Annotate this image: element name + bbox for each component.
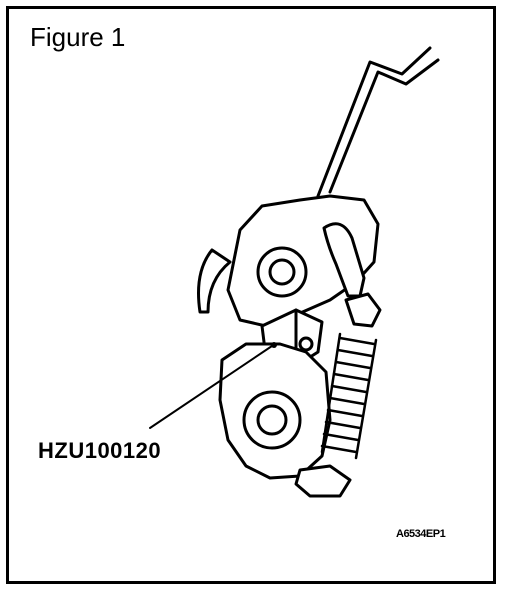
bottom-bracket	[294, 464, 352, 498]
reference-code: A6534EP1	[396, 528, 446, 540]
lower-pivot-outer	[242, 390, 302, 450]
part-number-label: HZU100120	[38, 438, 162, 463]
upper-pivot-outer	[256, 246, 308, 298]
secondary-catch-hook	[197, 248, 232, 314]
coil-spring	[320, 332, 378, 460]
lower-pivot-inner	[256, 404, 288, 436]
figure-title: Figure 1	[30, 22, 126, 52]
release-rod	[316, 46, 432, 198]
upper-pivot-inner	[268, 258, 296, 286]
spring-stud	[344, 292, 382, 328]
leader-line	[149, 345, 273, 429]
leader-dot	[271, 342, 277, 348]
release-rod-inner	[328, 58, 440, 194]
